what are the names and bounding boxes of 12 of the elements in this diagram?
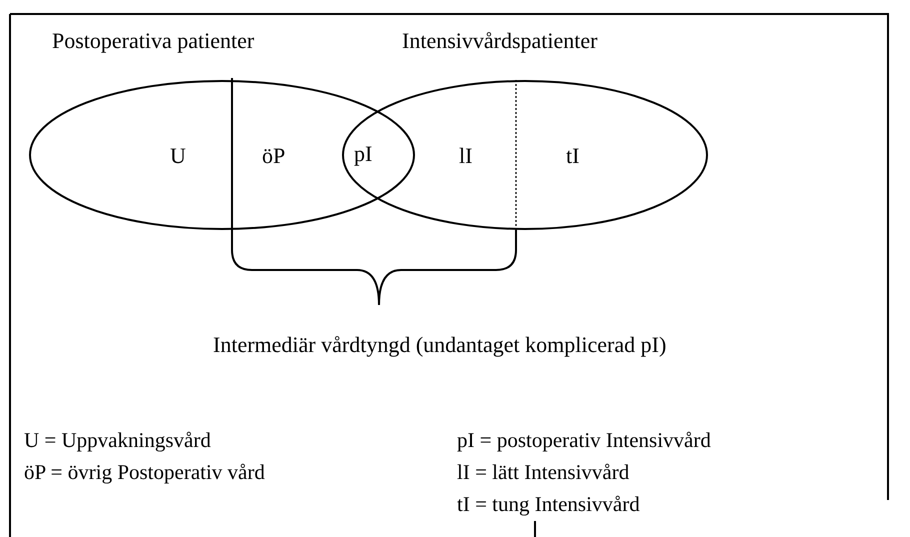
abbreviation-note: lI = lätt Intensivvård bbox=[457, 459, 630, 485]
set-heading: Intensivvårdspatienter bbox=[402, 28, 598, 54]
region-label: lI bbox=[459, 143, 472, 169]
abbreviation-note: pI = postoperativ Intensivvård bbox=[457, 427, 711, 453]
abbreviation-note: U = Uppvakningsvård bbox=[24, 427, 211, 453]
abbreviation-note: öP = övrig Postoperativ vård bbox=[24, 459, 265, 485]
region-label: tI bbox=[566, 143, 580, 169]
region-label: U bbox=[170, 143, 186, 169]
region-label: pI bbox=[354, 141, 372, 167]
region-label: öP bbox=[262, 143, 286, 169]
brace-label: Intermediär vårdtyngd (undantaget komplicerad pI) bbox=[213, 332, 666, 358]
abbreviation-note: tI = tung Intensivvård bbox=[457, 491, 640, 517]
